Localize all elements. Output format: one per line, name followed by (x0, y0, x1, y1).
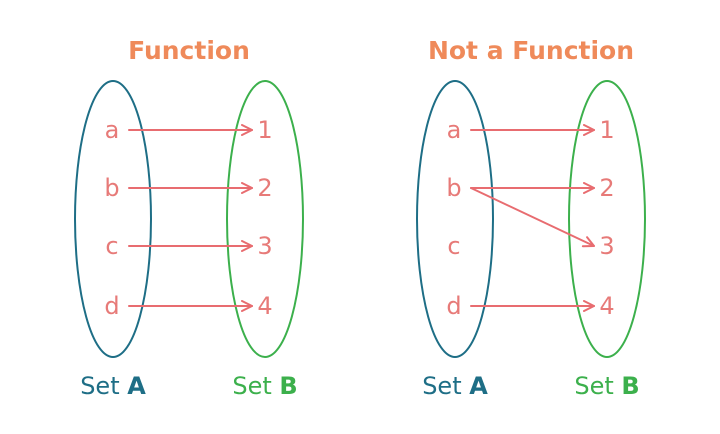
set-a-label-name: A (469, 372, 488, 400)
arrow-b-to-3 (470, 187, 595, 248)
set-b-element-1: 1 (599, 116, 614, 144)
set-a-label: Set A (422, 372, 488, 400)
set-a-element-d: d (104, 292, 119, 320)
set-a-element-d: d (446, 292, 461, 320)
set-a-label-prefix: Set (422, 372, 469, 400)
set-a-label: Set A (80, 372, 146, 400)
set-b-ellipse (226, 80, 304, 358)
set-b-label: Set B (574, 372, 639, 400)
set-b-label-name: B (621, 372, 639, 400)
set-a-element-c: c (447, 232, 460, 260)
set-b-element-3: 3 (599, 232, 614, 260)
set-b-element-4: 4 (599, 292, 614, 320)
set-a-ellipse (416, 80, 494, 358)
set-b-element-1: 1 (257, 116, 272, 144)
diagram-title: Function (128, 36, 250, 65)
set-b-element-3: 3 (257, 232, 272, 260)
diagram-title: Not a Function (428, 36, 634, 65)
set-b-element-2: 2 (599, 174, 614, 202)
set-a-element-a: a (447, 116, 462, 144)
set-b-ellipse (568, 80, 646, 358)
set-b-label-prefix: Set (574, 372, 621, 400)
set-b-element-2: 2 (257, 174, 272, 202)
set-b-label-name: B (279, 372, 297, 400)
set-a-element-a: a (105, 116, 120, 144)
set-b-element-4: 4 (257, 292, 272, 320)
set-a-ellipse (74, 80, 152, 358)
set-b-label-prefix: Set (232, 372, 279, 400)
set-a-element-b: b (104, 174, 119, 202)
set-a-label-name: A (127, 372, 146, 400)
set-a-element-c: c (105, 232, 118, 260)
set-b-label: Set B (232, 372, 297, 400)
set-a-label-prefix: Set (80, 372, 127, 400)
set-a-element-b: b (446, 174, 461, 202)
